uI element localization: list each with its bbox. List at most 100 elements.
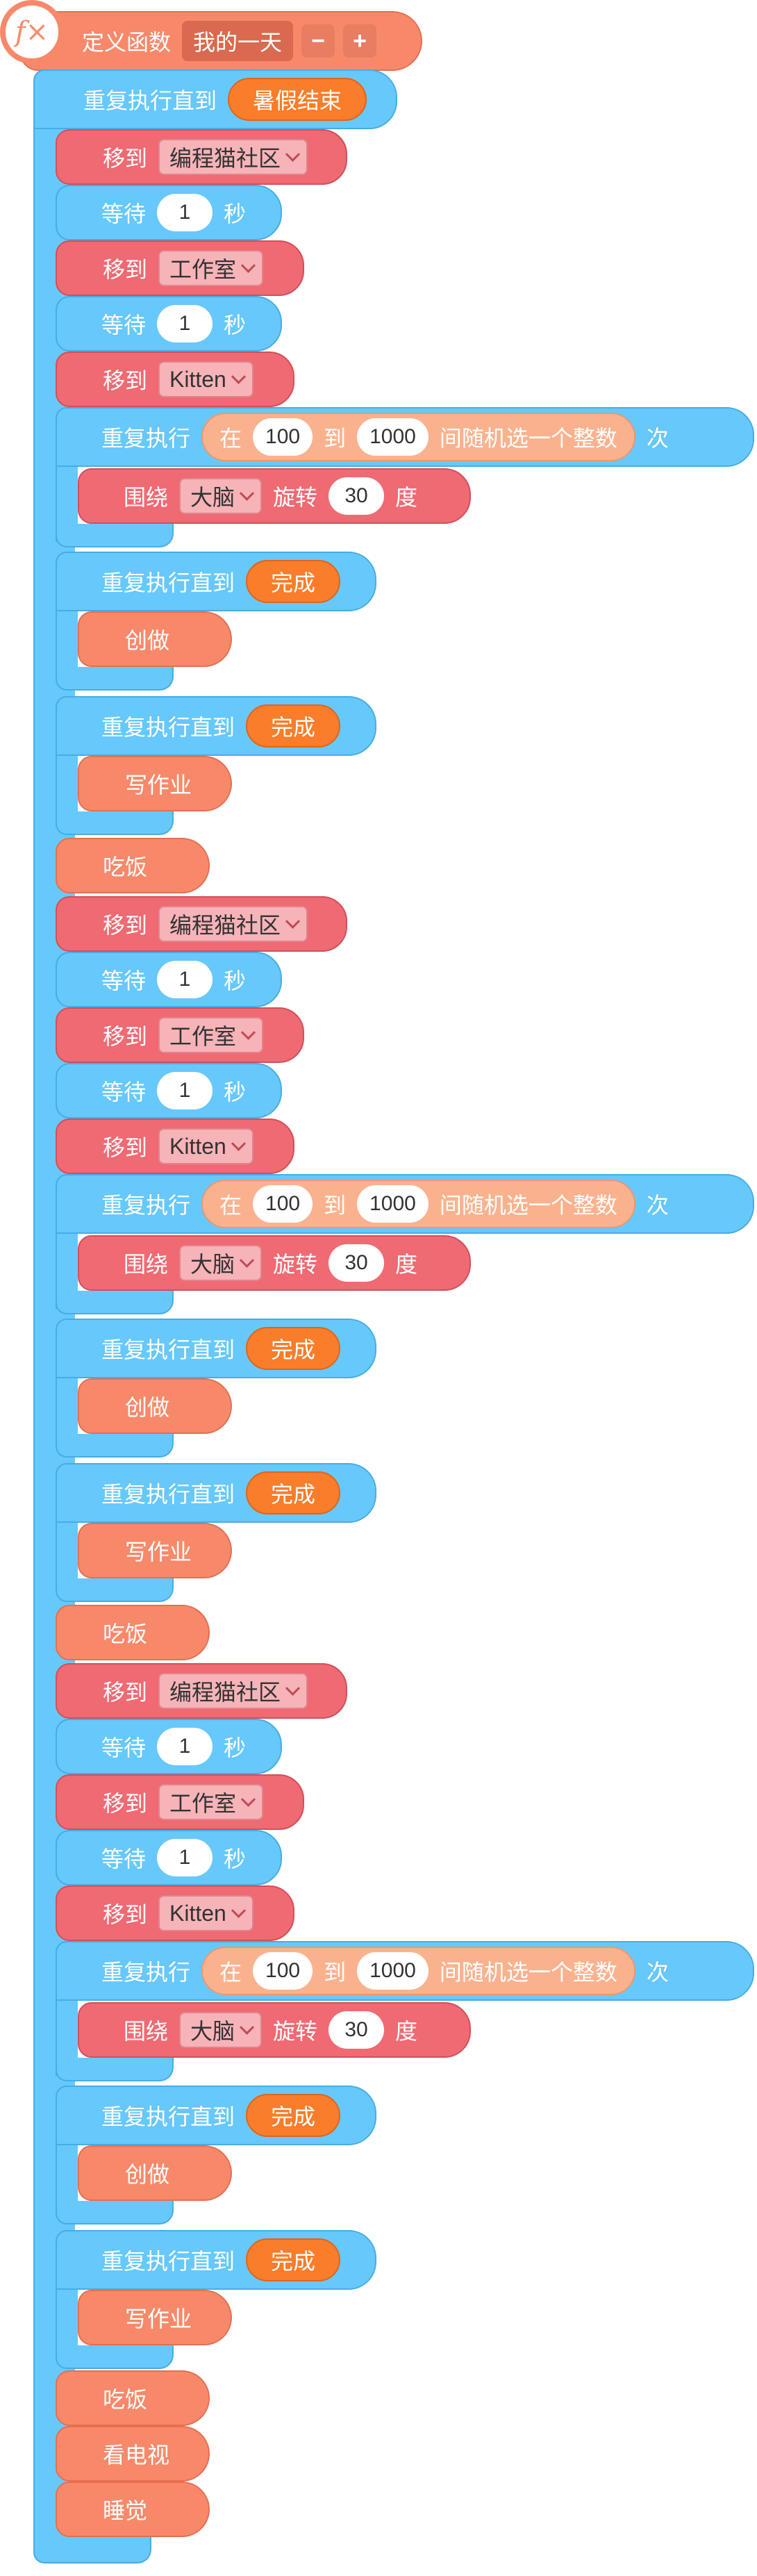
chevron-down-icon bbox=[240, 1025, 256, 1040]
outer-repeat-until-block[interactable]: 重复执行直到 暑假结束 bbox=[33, 69, 397, 129]
move-to-block[interactable]: 移到工作室 bbox=[56, 1774, 304, 1830]
move-to-block[interactable]: 移到工作室 bbox=[56, 1007, 304, 1063]
function-name-field[interactable]: 我的一天 bbox=[182, 21, 294, 61]
random-max-input[interactable]: 1000 bbox=[357, 1185, 429, 1223]
repeat-until-block[interactable]: 重复执行直到完成 bbox=[56, 1319, 376, 1378]
create-block[interactable]: 创做 bbox=[78, 1378, 232, 1434]
wait-seconds-input[interactable]: 1 bbox=[157, 305, 213, 342]
eat-label: 吃饭 bbox=[103, 2387, 148, 2412]
add-param-button[interactable]: + bbox=[343, 24, 377, 58]
move-to-block[interactable]: 移到编程猫社区 bbox=[56, 1663, 347, 1719]
done-condition[interactable]: 完成 bbox=[246, 1471, 341, 1514]
move-target-dropdown[interactable]: Kitten bbox=[158, 361, 253, 397]
repeat-until-label: 重复执行直到 bbox=[101, 2104, 235, 2129]
times-label: 次 bbox=[646, 1193, 669, 1218]
create-block[interactable]: 创做 bbox=[78, 611, 232, 667]
remove-param-button[interactable]: − bbox=[301, 24, 335, 58]
repeat-until-block[interactable]: 重复执行直到完成 bbox=[56, 2230, 376, 2290]
repeat-label: 重复执行 bbox=[101, 426, 191, 451]
done-condition[interactable]: 完成 bbox=[246, 704, 341, 748]
wait-seconds-input[interactable]: 1 bbox=[157, 961, 213, 998]
rotate-degree-input[interactable]: 30 bbox=[328, 2011, 385, 2049]
create-block[interactable]: 创做 bbox=[78, 2145, 232, 2201]
eat-label: 吃饭 bbox=[103, 1621, 148, 1646]
move-target-dropdown[interactable]: Kitten bbox=[158, 1128, 253, 1164]
random-min-input[interactable]: 100 bbox=[253, 418, 313, 456]
move-target-dropdown[interactable]: 编程猫社区 bbox=[158, 1673, 308, 1709]
wait-seconds-input[interactable]: 1 bbox=[157, 1839, 213, 1876]
homework-block[interactable]: 写作业 bbox=[78, 1523, 232, 1578]
repeat-until-block[interactable]: 重复执行直到完成 bbox=[56, 552, 376, 611]
move-to-block[interactable]: 移到工作室 bbox=[56, 240, 304, 296]
random-min-input[interactable]: 100 bbox=[253, 1185, 313, 1223]
done-condition[interactable]: 完成 bbox=[246, 2238, 341, 2281]
done-condition[interactable]: 完成 bbox=[246, 2094, 341, 2137]
rotate-target-dropdown[interactable]: 大脑 bbox=[179, 1245, 263, 1281]
chevron-down-icon bbox=[285, 1681, 301, 1696]
seconds-label: 秒 bbox=[224, 201, 247, 226]
random-min-input[interactable]: 100 bbox=[253, 1952, 313, 1990]
done-condition[interactable]: 完成 bbox=[246, 1327, 341, 1370]
watch-tv-block[interactable]: 看电视 bbox=[56, 2426, 210, 2482]
random-max-input[interactable]: 1000 bbox=[357, 1952, 429, 1990]
rotate-degree-input[interactable]: 30 bbox=[328, 477, 385, 515]
move-to-label: 移到 bbox=[103, 1680, 148, 1705]
move-target-value: Kitten bbox=[169, 1133, 226, 1159]
eat-block[interactable]: 吃饭 bbox=[56, 838, 210, 893]
rotate-degree-input[interactable]: 30 bbox=[328, 1244, 385, 1282]
move-to-block[interactable]: 移到编程猫社区 bbox=[56, 129, 347, 185]
move-to-label: 移到 bbox=[103, 1791, 148, 1816]
repeat-until-block[interactable]: 重复执行直到完成 bbox=[56, 1463, 376, 1523]
times-label: 次 bbox=[646, 1960, 669, 1985]
repeat-until-block[interactable]: 重复执行直到完成 bbox=[56, 696, 376, 756]
wait-label: 等待 bbox=[101, 1735, 147, 1760]
move-target-dropdown[interactable]: 编程猫社区 bbox=[158, 906, 308, 942]
move-target-dropdown[interactable]: 编程猫社区 bbox=[158, 139, 308, 175]
move-target-dropdown[interactable]: 工作室 bbox=[158, 1784, 264, 1820]
define-function-block[interactable]: 定义函数 我的一天 − + bbox=[19, 11, 422, 71]
homework-block[interactable]: 写作业 bbox=[78, 2290, 232, 2345]
wait-label: 等待 bbox=[101, 1080, 147, 1105]
homework-label: 写作业 bbox=[125, 2306, 192, 2331]
outer-condition-summer-end[interactable]: 暑假结束 bbox=[228, 78, 367, 121]
wait-seconds-input[interactable]: 1 bbox=[157, 1728, 213, 1765]
done-condition[interactable]: 完成 bbox=[246, 560, 341, 603]
move-target-dropdown[interactable]: 工作室 bbox=[158, 1017, 264, 1053]
move-target-value: 工作室 bbox=[169, 1791, 237, 1816]
rand-in-label: 在 bbox=[219, 426, 242, 451]
move-to-block[interactable]: 移到编程猫社区 bbox=[56, 896, 347, 952]
eat-block[interactable]: 吃饭 bbox=[56, 1605, 210, 1660]
rotate-target-dropdown[interactable]: 大脑 bbox=[179, 2012, 263, 2048]
move-target-dropdown[interactable]: Kitten bbox=[158, 1895, 253, 1931]
rotate-target-dropdown[interactable]: 大脑 bbox=[179, 478, 263, 514]
repeat-until-block[interactable]: 重复执行直到完成 bbox=[56, 2086, 376, 2145]
move-target-dropdown[interactable]: 工作室 bbox=[158, 250, 264, 286]
wait-seconds-input[interactable]: 1 bbox=[157, 1072, 213, 1109]
sleep-label: 睡觉 bbox=[103, 2498, 148, 2523]
homework-block[interactable]: 写作业 bbox=[78, 756, 232, 811]
rand-in-label: 在 bbox=[219, 1960, 242, 1985]
random-max-input[interactable]: 1000 bbox=[357, 418, 429, 456]
create-label: 创做 bbox=[125, 628, 170, 653]
eat-block-final[interactable]: 吃饭 bbox=[56, 2370, 210, 2426]
sleep-block[interactable]: 睡觉 bbox=[56, 2482, 210, 2537]
wait-seconds-input[interactable]: 1 bbox=[157, 194, 213, 231]
